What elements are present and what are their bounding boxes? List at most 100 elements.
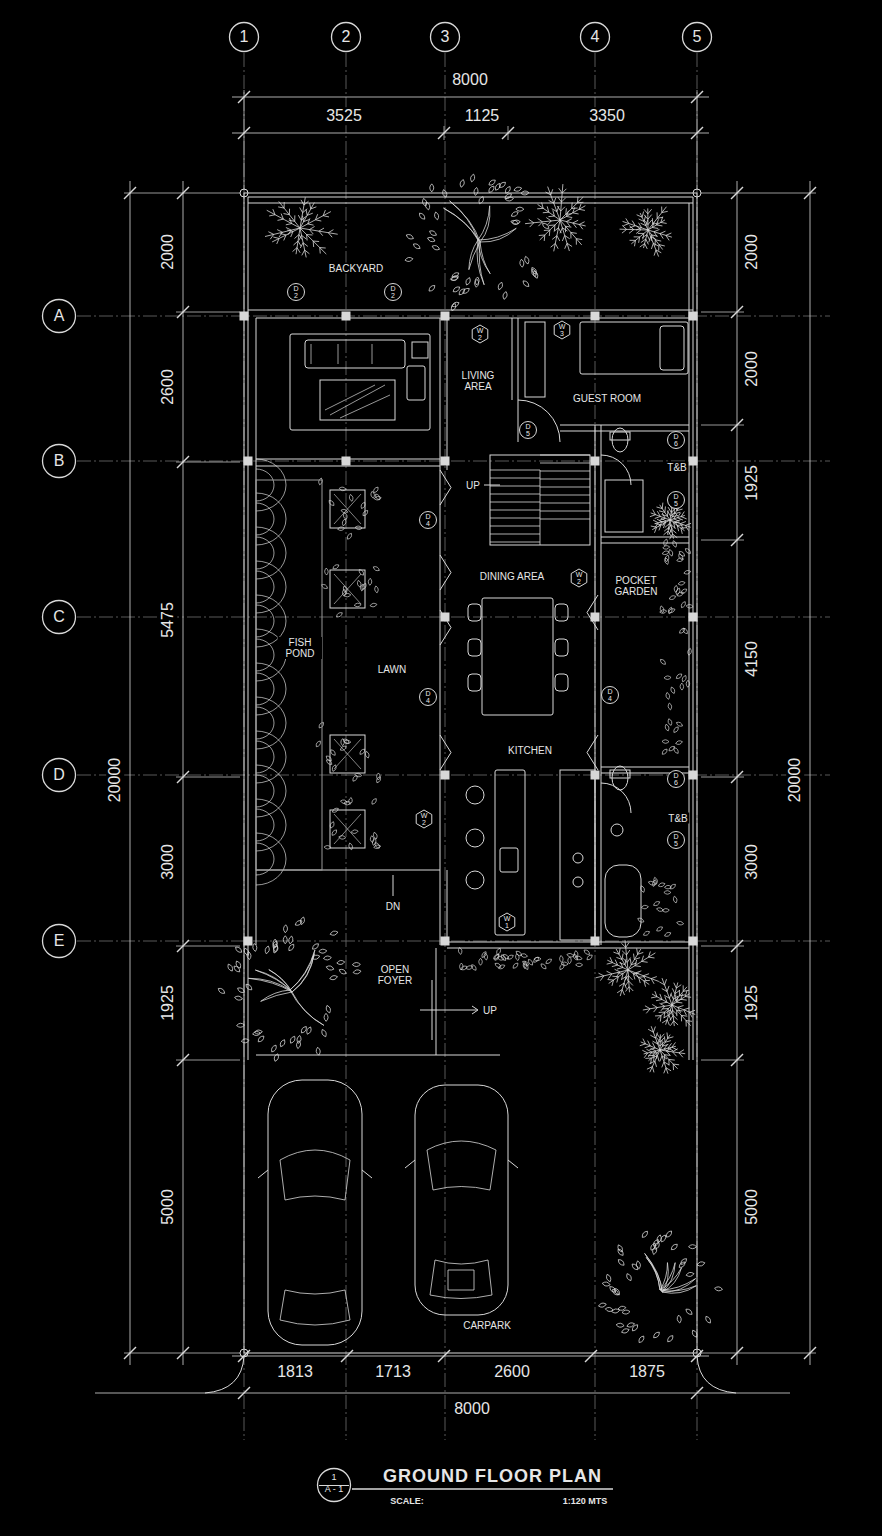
tree-symbol [616,1323,624,1327]
shrub-symbol [648,881,655,885]
palm-symbol [674,514,677,519]
corner-mark [693,1349,701,1357]
dimension-line [95,1393,790,1394]
tree-symbol [489,180,495,185]
planter-detail [334,494,361,844]
palm-symbol [552,209,557,212]
palm-symbol [662,989,667,992]
palm-symbol [265,228,300,237]
extension-line [701,777,744,778]
hexagon-shape [499,913,515,931]
palm-symbol [529,219,534,222]
stair-tread [490,486,540,487]
palm-symbol [674,512,680,513]
furniture-detail [325,385,375,410]
palm-symbol [294,215,295,221]
wall-line [248,203,693,204]
dimension-line [737,181,738,1365]
palm-symbol [661,1040,663,1046]
palm-symbol [643,1039,646,1044]
palm-symbol [576,238,582,240]
palm-symbol [644,215,648,220]
shrub-symbol [561,962,568,966]
shrub-symbol [674,748,678,754]
palm-symbol [640,244,645,248]
grid-line [77,316,830,941]
extension-line [697,90,698,190]
palm-symbol [613,952,619,954]
palm-symbol [565,236,570,239]
palm-symbol [298,215,301,220]
grid-bubble-text: 3 [441,29,450,45]
door-tag-text: D [673,493,678,500]
palm-symbol [651,1026,660,1050]
extension-line [176,1060,240,1061]
palm-symbol [286,227,291,230]
tree-symbol [471,174,475,182]
palm-symbol [661,222,667,224]
palm-symbol [644,981,646,987]
wall-line [440,318,441,470]
title-underline [352,1488,613,1489]
dimension-text: 1875 [627,1363,667,1381]
shrub-symbol [339,836,346,840]
furniture [412,342,428,358]
shrub-symbol [372,799,376,805]
palm-symbol [323,210,325,216]
circle-shape [332,23,361,52]
extension-line [701,540,744,541]
door-tag-text: 5 [674,500,678,507]
palm-symbol [289,220,295,221]
palm-symbol [624,983,626,989]
palm-symbol [629,981,633,985]
shrub-symbol [568,957,572,964]
palm-symbol [608,974,612,979]
palm-symbol [562,189,566,193]
hexagon-shape [416,810,432,828]
shrub-symbol [333,565,339,569]
grid-bubble-text: A [54,308,65,324]
circle-shape [683,23,712,52]
palm-symbol [652,994,672,1005]
palm-symbol [653,243,658,246]
palm-symbol [573,220,578,223]
shrub-symbol [372,839,376,846]
shrub-symbol [576,963,583,967]
tree-symbol [622,1310,630,1314]
car-detail [448,1270,474,1290]
palm-symbol [639,237,640,243]
palm-symbol [681,994,683,1000]
palm-symbol [622,990,624,996]
palm-symbol [577,202,583,203]
palm-symbol [686,1021,687,1027]
tree-symbol [598,1231,722,1343]
shrub-symbol [587,955,592,960]
shrub-symbol [458,947,592,970]
palm-symbol [617,968,623,970]
palm-symbol [664,1036,666,1042]
shrub-symbol [662,749,667,754]
palm-symbol [619,963,625,965]
palm-symbol [652,520,670,530]
tree-symbol [244,948,248,955]
palm-symbol [630,240,636,241]
tree-symbol [598,1303,606,1307]
shrub-symbol [362,583,366,589]
palm-symbol [626,942,629,947]
shrub-symbol [375,586,379,593]
tree-symbol [265,946,269,954]
palm-symbol [620,207,672,257]
palm-symbol [638,952,644,954]
tree-symbol [516,207,524,211]
arrow-head [472,1006,478,1014]
shrub-symbol [668,607,672,614]
palm-symbol [273,209,275,215]
palm-symbol [313,241,319,242]
palm-symbol [639,219,644,222]
shrub-symbol [665,724,669,731]
palm-symbol [662,1020,667,1023]
column [441,613,449,621]
stair-tread [540,455,590,456]
tree-symbol [453,287,460,292]
shrub-symbol [355,773,362,777]
